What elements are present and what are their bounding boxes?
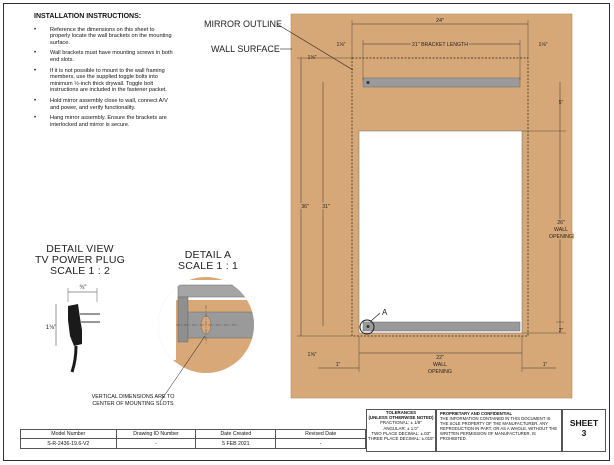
dim-top-gap: 5" <box>559 100 564 106</box>
dim-right-side: 1" <box>543 362 548 368</box>
tb-header-drawing-id: Drawing ID Number <box>115 429 197 439</box>
bottom-bracket <box>362 321 521 332</box>
dim-left-offset: 1⅛" <box>336 42 345 48</box>
sheet-border <box>3 3 610 461</box>
tb-value-model: S-R-2436-19.6-V2 <box>20 438 117 449</box>
dim-wall-opening-height: 26" <box>557 220 565 226</box>
detail-view-line2: TV POWER PLUG <box>34 254 126 266</box>
sheet-block: SHEET 3 <box>562 409 606 452</box>
top-bracket <box>362 77 521 88</box>
detail-view-line1: DETAIL VIEW <box>46 243 114 255</box>
dim-bracket-spacing: 31" <box>322 204 330 210</box>
screw-marker <box>366 81 370 84</box>
tolerances-sub: (UNLESS OTHERWISE NOTED) <box>368 415 434 421</box>
note-line1: VERTICAL DIMENSIONS ARE TO <box>91 394 175 400</box>
detail-a-title: DETAIL A SCALE 1 : 1 <box>160 250 256 272</box>
detail-a-line1: DETAIL A <box>184 249 232 261</box>
instructions-title: INSTALLATION INSTRUCTIONS: <box>34 13 142 20</box>
detail-a-line2: SCALE 1 : 1 <box>178 260 238 272</box>
tolerances-title: TOLERANCES <box>385 410 417 415</box>
tb-header-date-created: Date Created <box>195 429 277 439</box>
mirror-outline <box>351 57 529 337</box>
mirror-outline-leader <box>276 23 354 71</box>
dim-top-offset: 1⅝" <box>307 55 316 61</box>
wall-opening <box>358 130 523 334</box>
detail-a-callout <box>359 319 375 335</box>
dim-left-side: 1" <box>336 362 341 368</box>
detail-view-line3: SCALE 1 : 2 <box>50 265 110 277</box>
detail-a-drawing <box>158 277 254 403</box>
mirror-outline-label: MIRROR OUTLINE <box>204 19 282 29</box>
instruction-item: Hold mirror assembly close to wall, conn… <box>34 98 174 111</box>
dim-right-offset: 1⅛" <box>538 42 547 48</box>
tolerance-line: THREE PLACE DECIMAL: ±.015" <box>367 436 435 442</box>
detail-a-leader <box>370 312 381 322</box>
tolerance-line: FRACTIONAL: ± 1/8" <box>380 420 422 426</box>
detail-marker-a: A <box>382 308 388 317</box>
dim-overall-height: 36" <box>301 204 309 210</box>
installation-instructions: INSTALLATION INSTRUCTIONS: Reference the… <box>34 13 174 132</box>
proprietary-text: THE INFORMATION CONTAINED IN THIS DOCUME… <box>440 416 558 441</box>
dim-wall-opening-height-l1: WALL <box>554 227 568 233</box>
tolerance-line: TWO PLACE DECIMAL: ±.03" <box>371 430 431 436</box>
tb-value-revised: - <box>275 438 366 449</box>
instruction-item: Reference the dimensions on this sheet t… <box>34 27 174 47</box>
sheet-label: SHEET <box>569 418 599 428</box>
plug-dim-width: ¾" <box>79 285 86 291</box>
dim-wall-opening-width: 22" <box>436 355 444 361</box>
screw-marker <box>366 325 370 328</box>
instructions-list: Reference the dimensions on this sheet t… <box>34 27 174 129</box>
dim-wall-opening-height-l2: OPENING <box>549 234 573 240</box>
dim-bottom-offset: 1⅝" <box>307 352 316 358</box>
note-line2: CENTER OF MOUNTING SLOTS <box>92 401 174 407</box>
power-plug-drawing <box>55 288 100 373</box>
dim-wall-opening-width-l2: OPENING <box>428 369 452 375</box>
instruction-item: Wall brackets must have mounting screws … <box>34 50 174 63</box>
title-block-table: Model Number Drawing ID Number Date Crea… <box>20 429 366 449</box>
dim-overall-width: 24" <box>436 18 444 24</box>
vertical-dimensions-note: VERTICAL DIMENSIONS ARE TO CENTER OF MOU… <box>78 394 188 408</box>
tb-header-model: Model Number <box>20 429 117 439</box>
tb-value-date-created: 5 FEB 2021 <box>195 438 277 449</box>
instruction-item: If it is not possible to mount to the wa… <box>34 68 174 94</box>
dim-wall-opening-width-l1: WALL <box>433 362 447 368</box>
title-block: Model Number Drawing ID Number Date Crea… <box>20 429 366 449</box>
proprietary-block: PROPRIETARY AND CONFIDENTIAL THE INFORMA… <box>436 409 562 452</box>
wall-surface-label: WALL SURFACE <box>211 44 280 54</box>
proprietary-title: PROPRIETARY AND CONFIDENTIAL <box>440 411 513 416</box>
dim-bracket-length: 21" BRACKET LENGTH <box>412 42 468 48</box>
detail-view-title: DETAIL VIEW TV POWER PLUG SCALE 1 : 2 <box>20 244 140 277</box>
tb-header-revised: Revised Date <box>275 429 366 439</box>
tb-value-drawing-id: - <box>115 438 197 449</box>
plug-dim-height: 1⅛" <box>46 325 56 331</box>
tolerance-line: ANGULAR: ± 1.0° <box>383 425 419 431</box>
instruction-item: Hang mirror assembly. Ensure the bracket… <box>34 115 174 128</box>
tolerances-block: TOLERANCES (UNLESS OTHERWISE NOTED) FRAC… <box>366 409 436 452</box>
sheet-number: 3 <box>581 428 587 438</box>
dim-bottom-gap: 2" <box>559 328 564 334</box>
